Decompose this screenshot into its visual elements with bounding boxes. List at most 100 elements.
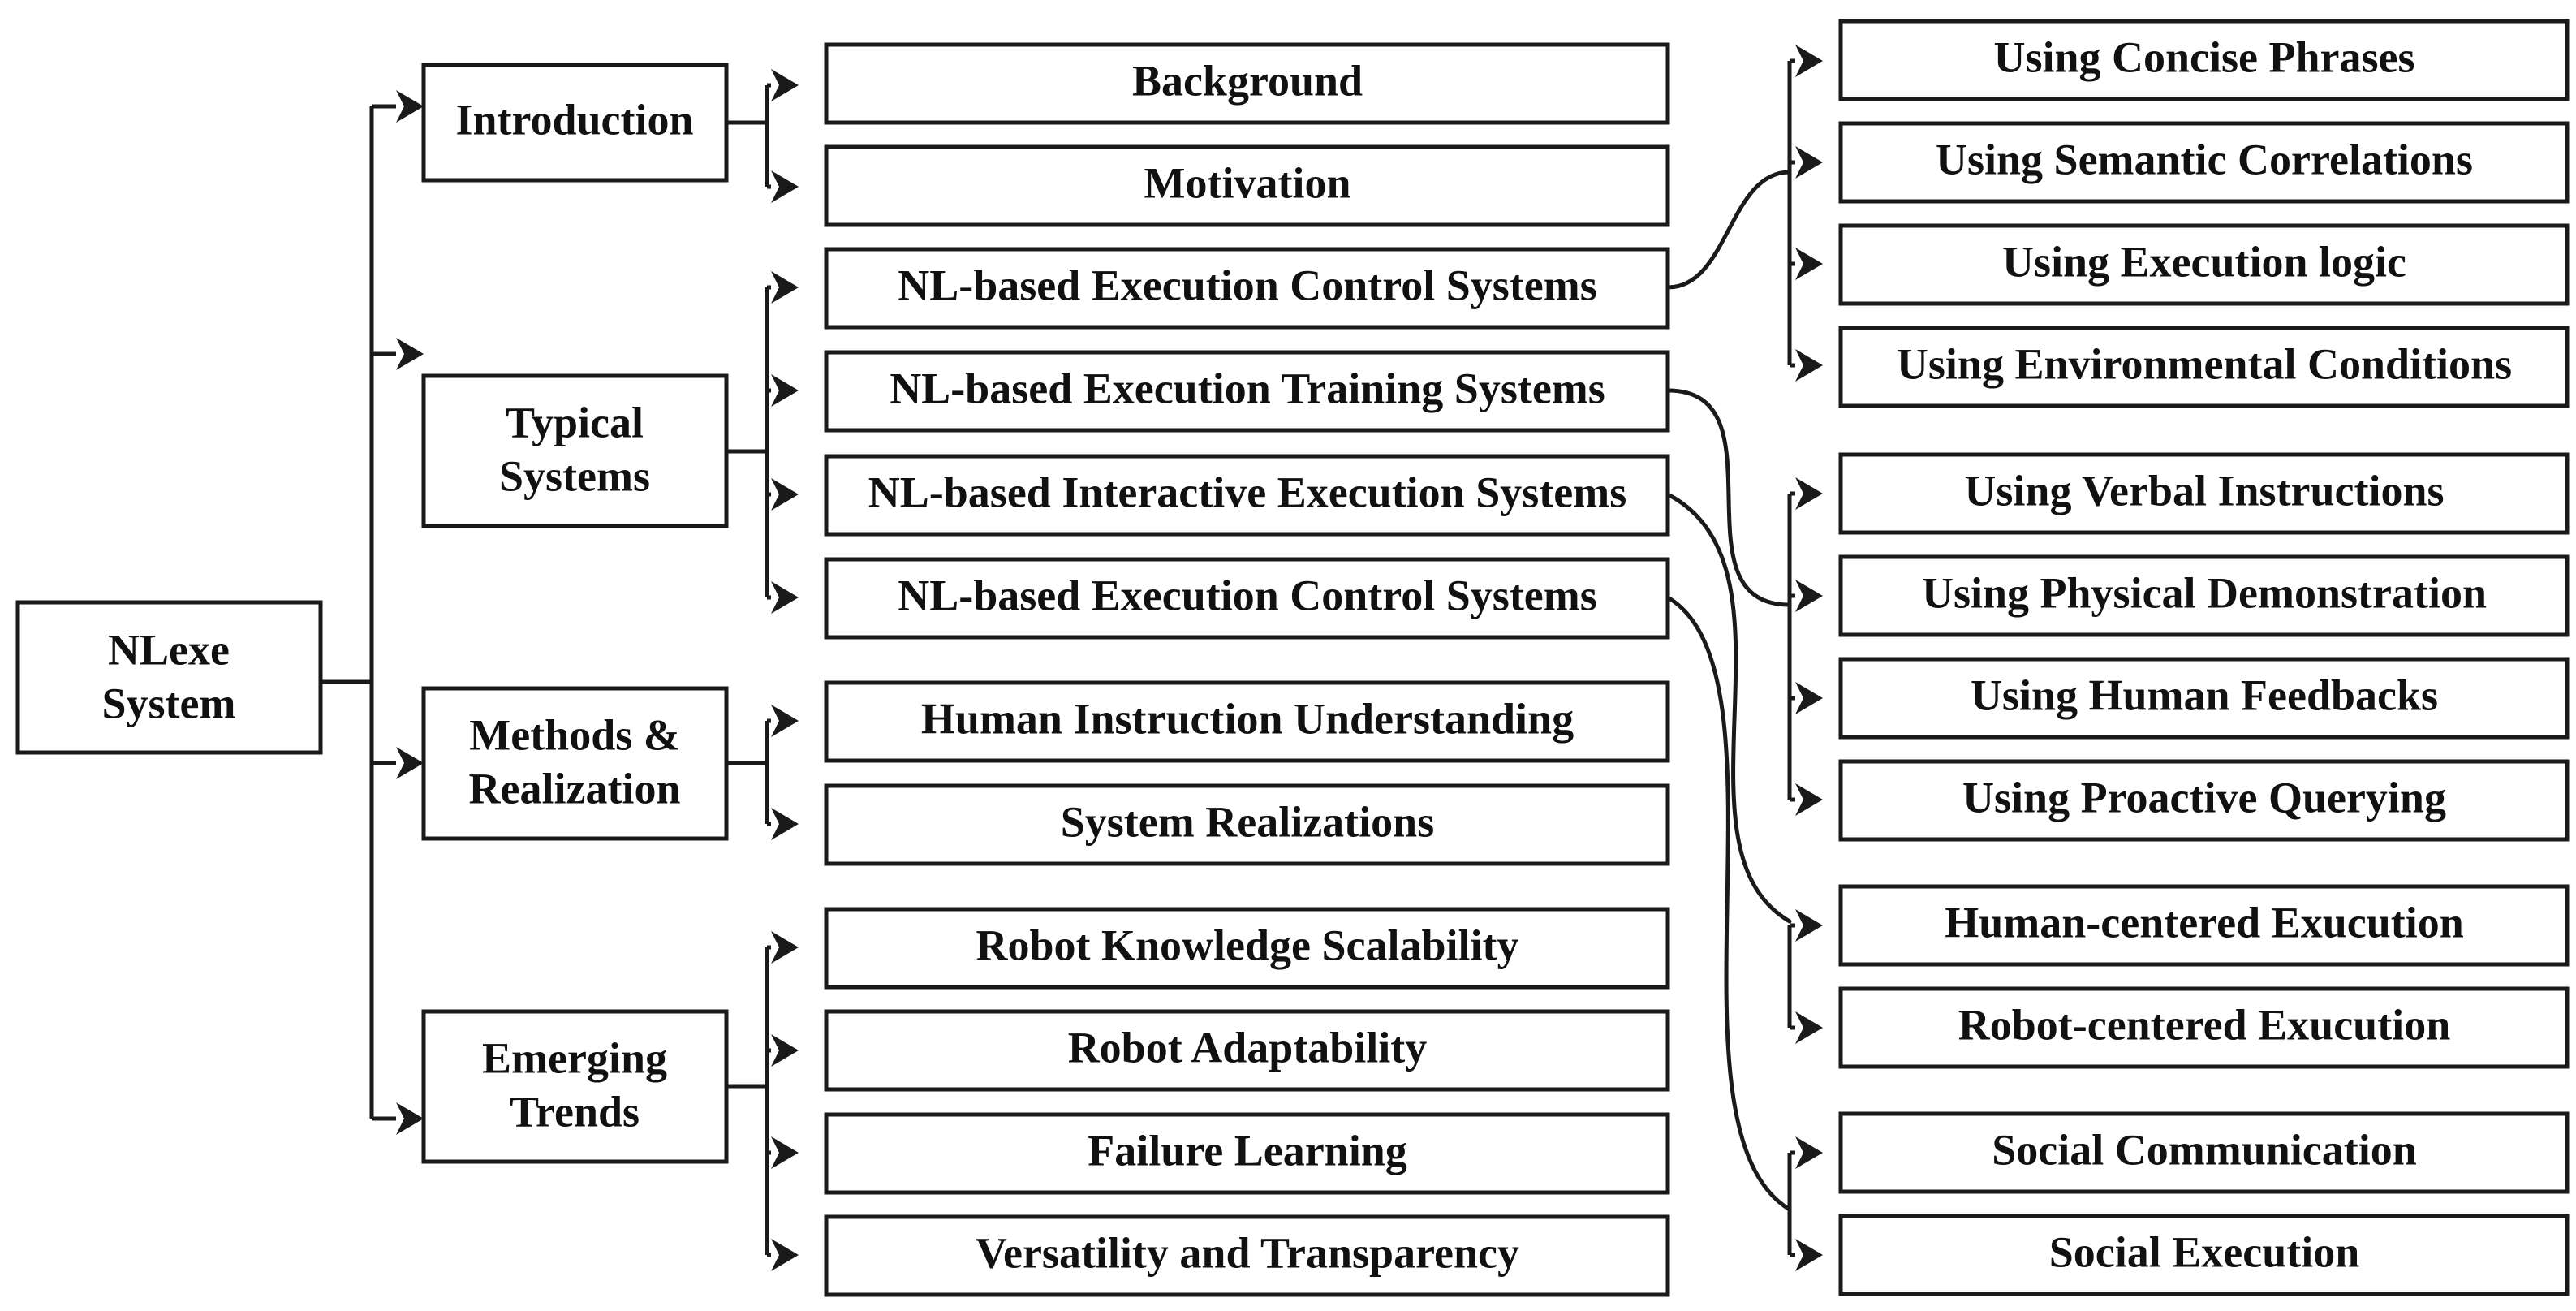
node-typical-systems-box[interactable] xyxy=(421,373,729,528)
node-introduction-label-line1: Introduction xyxy=(455,95,693,144)
node-human-centered-exucution-label: Human-centered Exucution xyxy=(1945,898,2464,947)
node-using-proactive-querying-box[interactable] xyxy=(1838,759,2570,842)
arrowhead-g1-b2 xyxy=(1795,146,1823,179)
node-using-execution-logic[interactable]: Using Execution logic xyxy=(1838,223,2570,306)
node-robot-adaptability-label: Robot Adaptability xyxy=(1068,1023,1428,1072)
node-robot-centered-exucution-box[interactable] xyxy=(1838,986,2570,1069)
arrowhead-emerging-vt xyxy=(771,1239,799,1271)
node-system-realizations[interactable]: System Realizations xyxy=(824,783,1670,866)
node-using-physical-demonstration-label: Using Physical Demonstration xyxy=(1922,568,2487,617)
node-motivation-box[interactable] xyxy=(824,144,1670,227)
node-root-label-line2: System xyxy=(102,679,236,727)
node-using-human-feedbacks-box[interactable] xyxy=(1838,657,2570,740)
node-versatility-transparency[interactable]: Versatility and Transparency xyxy=(824,1214,1670,1297)
connector-group-l3-g4 xyxy=(1787,1136,1823,1271)
node-using-environmental-conditions-box[interactable] xyxy=(1838,326,2570,408)
node-social-communication-box[interactable] xyxy=(1838,1111,2570,1194)
arrowhead-g1-b3 xyxy=(1795,248,1823,280)
node-using-verbal-instructions-box[interactable] xyxy=(1838,452,2570,535)
arrowhead-root-methods xyxy=(396,747,424,779)
node-nl-execution-training-box[interactable] xyxy=(824,350,1670,433)
node-root-label-line1: NLexe xyxy=(108,625,230,674)
arrowhead-emerging-rks xyxy=(771,931,799,964)
node-background[interactable]: Background xyxy=(824,42,1670,125)
arrowhead-introduction-motivation xyxy=(771,170,799,203)
node-motivation-label: Motivation xyxy=(1144,158,1351,207)
node-robot-adaptability[interactable]: Robot Adaptability xyxy=(824,1009,1670,1092)
curve-interactive-to-group3 xyxy=(1665,492,1792,924)
arrowhead-g2-b1 xyxy=(1795,477,1823,510)
node-nl-interactive-execution[interactable]: NL-based Interactive Execution Systems xyxy=(824,454,1670,537)
node-typical-systems[interactable]: Typical Systems xyxy=(421,373,729,528)
connector-group-typical xyxy=(726,271,799,614)
node-emerging-trends[interactable]: Emerging Trends xyxy=(421,1009,729,1164)
arrowhead-typical-c2 xyxy=(771,374,799,407)
node-introduction[interactable]: Introduction xyxy=(421,63,729,183)
node-using-environmental-conditions-label: Using Environmental Conditions xyxy=(1897,339,2512,388)
node-system-realizations-box[interactable] xyxy=(824,783,1670,866)
arrowhead-g1-b4 xyxy=(1795,349,1823,382)
node-failure-learning-box[interactable] xyxy=(824,1112,1670,1195)
node-using-proactive-querying-label: Using Proactive Querying xyxy=(1962,773,2446,822)
arrowhead-g2-b4 xyxy=(1795,783,1823,816)
arrowhead-g3-b2 xyxy=(1795,1011,1823,1044)
node-robot-knowledge-scalability-box[interactable] xyxy=(824,907,1670,990)
node-social-execution[interactable]: Social Execution xyxy=(1838,1214,2570,1296)
node-using-physical-demonstration-box[interactable] xyxy=(1838,554,2570,637)
node-using-human-feedbacks[interactable]: Using Human Feedbacks xyxy=(1838,657,2570,740)
node-nl-execution-control-1[interactable]: NL-based Execution Control Systems xyxy=(824,247,1670,330)
node-human-instruction-understanding[interactable]: Human Instruction Understanding xyxy=(824,680,1670,763)
node-nl-execution-control-2-label: NL-based Execution Control Systems xyxy=(898,571,1597,619)
arrowhead-typical-c3 xyxy=(771,478,799,511)
node-methods-realization-label-line2: Realization xyxy=(469,764,681,813)
node-background-box[interactable] xyxy=(824,42,1670,125)
arrowhead-g4-b1 xyxy=(1795,1136,1823,1169)
arrowhead-root-typical xyxy=(396,338,424,370)
node-nl-execution-control-2[interactable]: NL-based Execution Control Systems xyxy=(824,557,1670,640)
node-failure-learning[interactable]: Failure Learning xyxy=(824,1112,1670,1195)
node-background-label: Background xyxy=(1132,56,1363,105)
node-emerging-trends-box[interactable] xyxy=(421,1009,729,1164)
arrowhead-typical-c1 xyxy=(771,271,799,304)
node-robot-knowledge-scalability[interactable]: Robot Knowledge Scalability xyxy=(824,907,1670,990)
node-using-verbal-instructions[interactable]: Using Verbal Instructions xyxy=(1838,452,2570,535)
node-robot-centered-exucution[interactable]: Robot-centered Exucution xyxy=(1838,986,2570,1069)
node-root[interactable]: NLexe System xyxy=(15,600,323,755)
node-using-execution-logic-box[interactable] xyxy=(1838,223,2570,306)
node-using-physical-demonstration[interactable]: Using Physical Demonstration xyxy=(1838,554,2570,637)
node-using-environmental-conditions[interactable]: Using Environmental Conditions xyxy=(1838,326,2570,408)
node-using-semantic-correlations-box[interactable] xyxy=(1838,121,2570,204)
node-nl-execution-control-2-box[interactable] xyxy=(824,557,1670,640)
node-human-instruction-understanding-box[interactable] xyxy=(824,680,1670,763)
node-methods-realization-box[interactable] xyxy=(421,686,729,841)
node-motivation[interactable]: Motivation xyxy=(824,144,1670,227)
node-using-proactive-querying[interactable]: Using Proactive Querying xyxy=(1838,759,2570,842)
node-robot-adaptability-box[interactable] xyxy=(824,1009,1670,1092)
node-nl-execution-control-1-label: NL-based Execution Control Systems xyxy=(898,261,1597,309)
node-nl-interactive-execution-box[interactable] xyxy=(824,454,1670,537)
node-versatility-transparency-box[interactable] xyxy=(824,1214,1670,1297)
node-nl-execution-control-1-box[interactable] xyxy=(824,247,1670,330)
node-social-execution-box[interactable] xyxy=(1838,1214,2570,1296)
node-using-concise-phrases[interactable]: Using Concise Phrases xyxy=(1838,19,2570,101)
node-methods-realization[interactable]: Methods & Realization xyxy=(421,686,729,841)
node-emerging-trends-label-line1: Emerging xyxy=(482,1033,667,1082)
node-human-centered-exucution[interactable]: Human-centered Exucution xyxy=(1838,884,2570,967)
connector-group-methods xyxy=(726,705,799,840)
node-failure-learning-label: Failure Learning xyxy=(1088,1126,1407,1175)
node-robot-centered-exucution-label: Robot-centered Exucution xyxy=(1958,1000,2450,1049)
node-human-centered-exucution-box[interactable] xyxy=(1838,884,2570,967)
node-nl-execution-training[interactable]: NL-based Execution Training Systems xyxy=(824,350,1670,433)
node-using-concise-phrases-label: Using Concise Phrases xyxy=(1993,32,2414,81)
node-using-semantic-correlations[interactable]: Using Semantic Correlations xyxy=(1838,121,2570,204)
node-methods-realization-label-line1: Methods & xyxy=(469,710,679,759)
arrowhead-root-introduction xyxy=(396,90,424,123)
connector-group-root xyxy=(321,90,424,1135)
node-introduction-box[interactable] xyxy=(421,63,729,183)
node-social-communication[interactable]: Social Communication xyxy=(1838,1111,2570,1194)
node-root-box[interactable] xyxy=(15,600,323,755)
node-social-communication-label: Social Communication xyxy=(1992,1125,2417,1174)
node-using-concise-phrases-box[interactable] xyxy=(1838,19,2570,101)
node-robot-knowledge-scalability-label: Robot Knowledge Scalability xyxy=(976,921,1518,969)
